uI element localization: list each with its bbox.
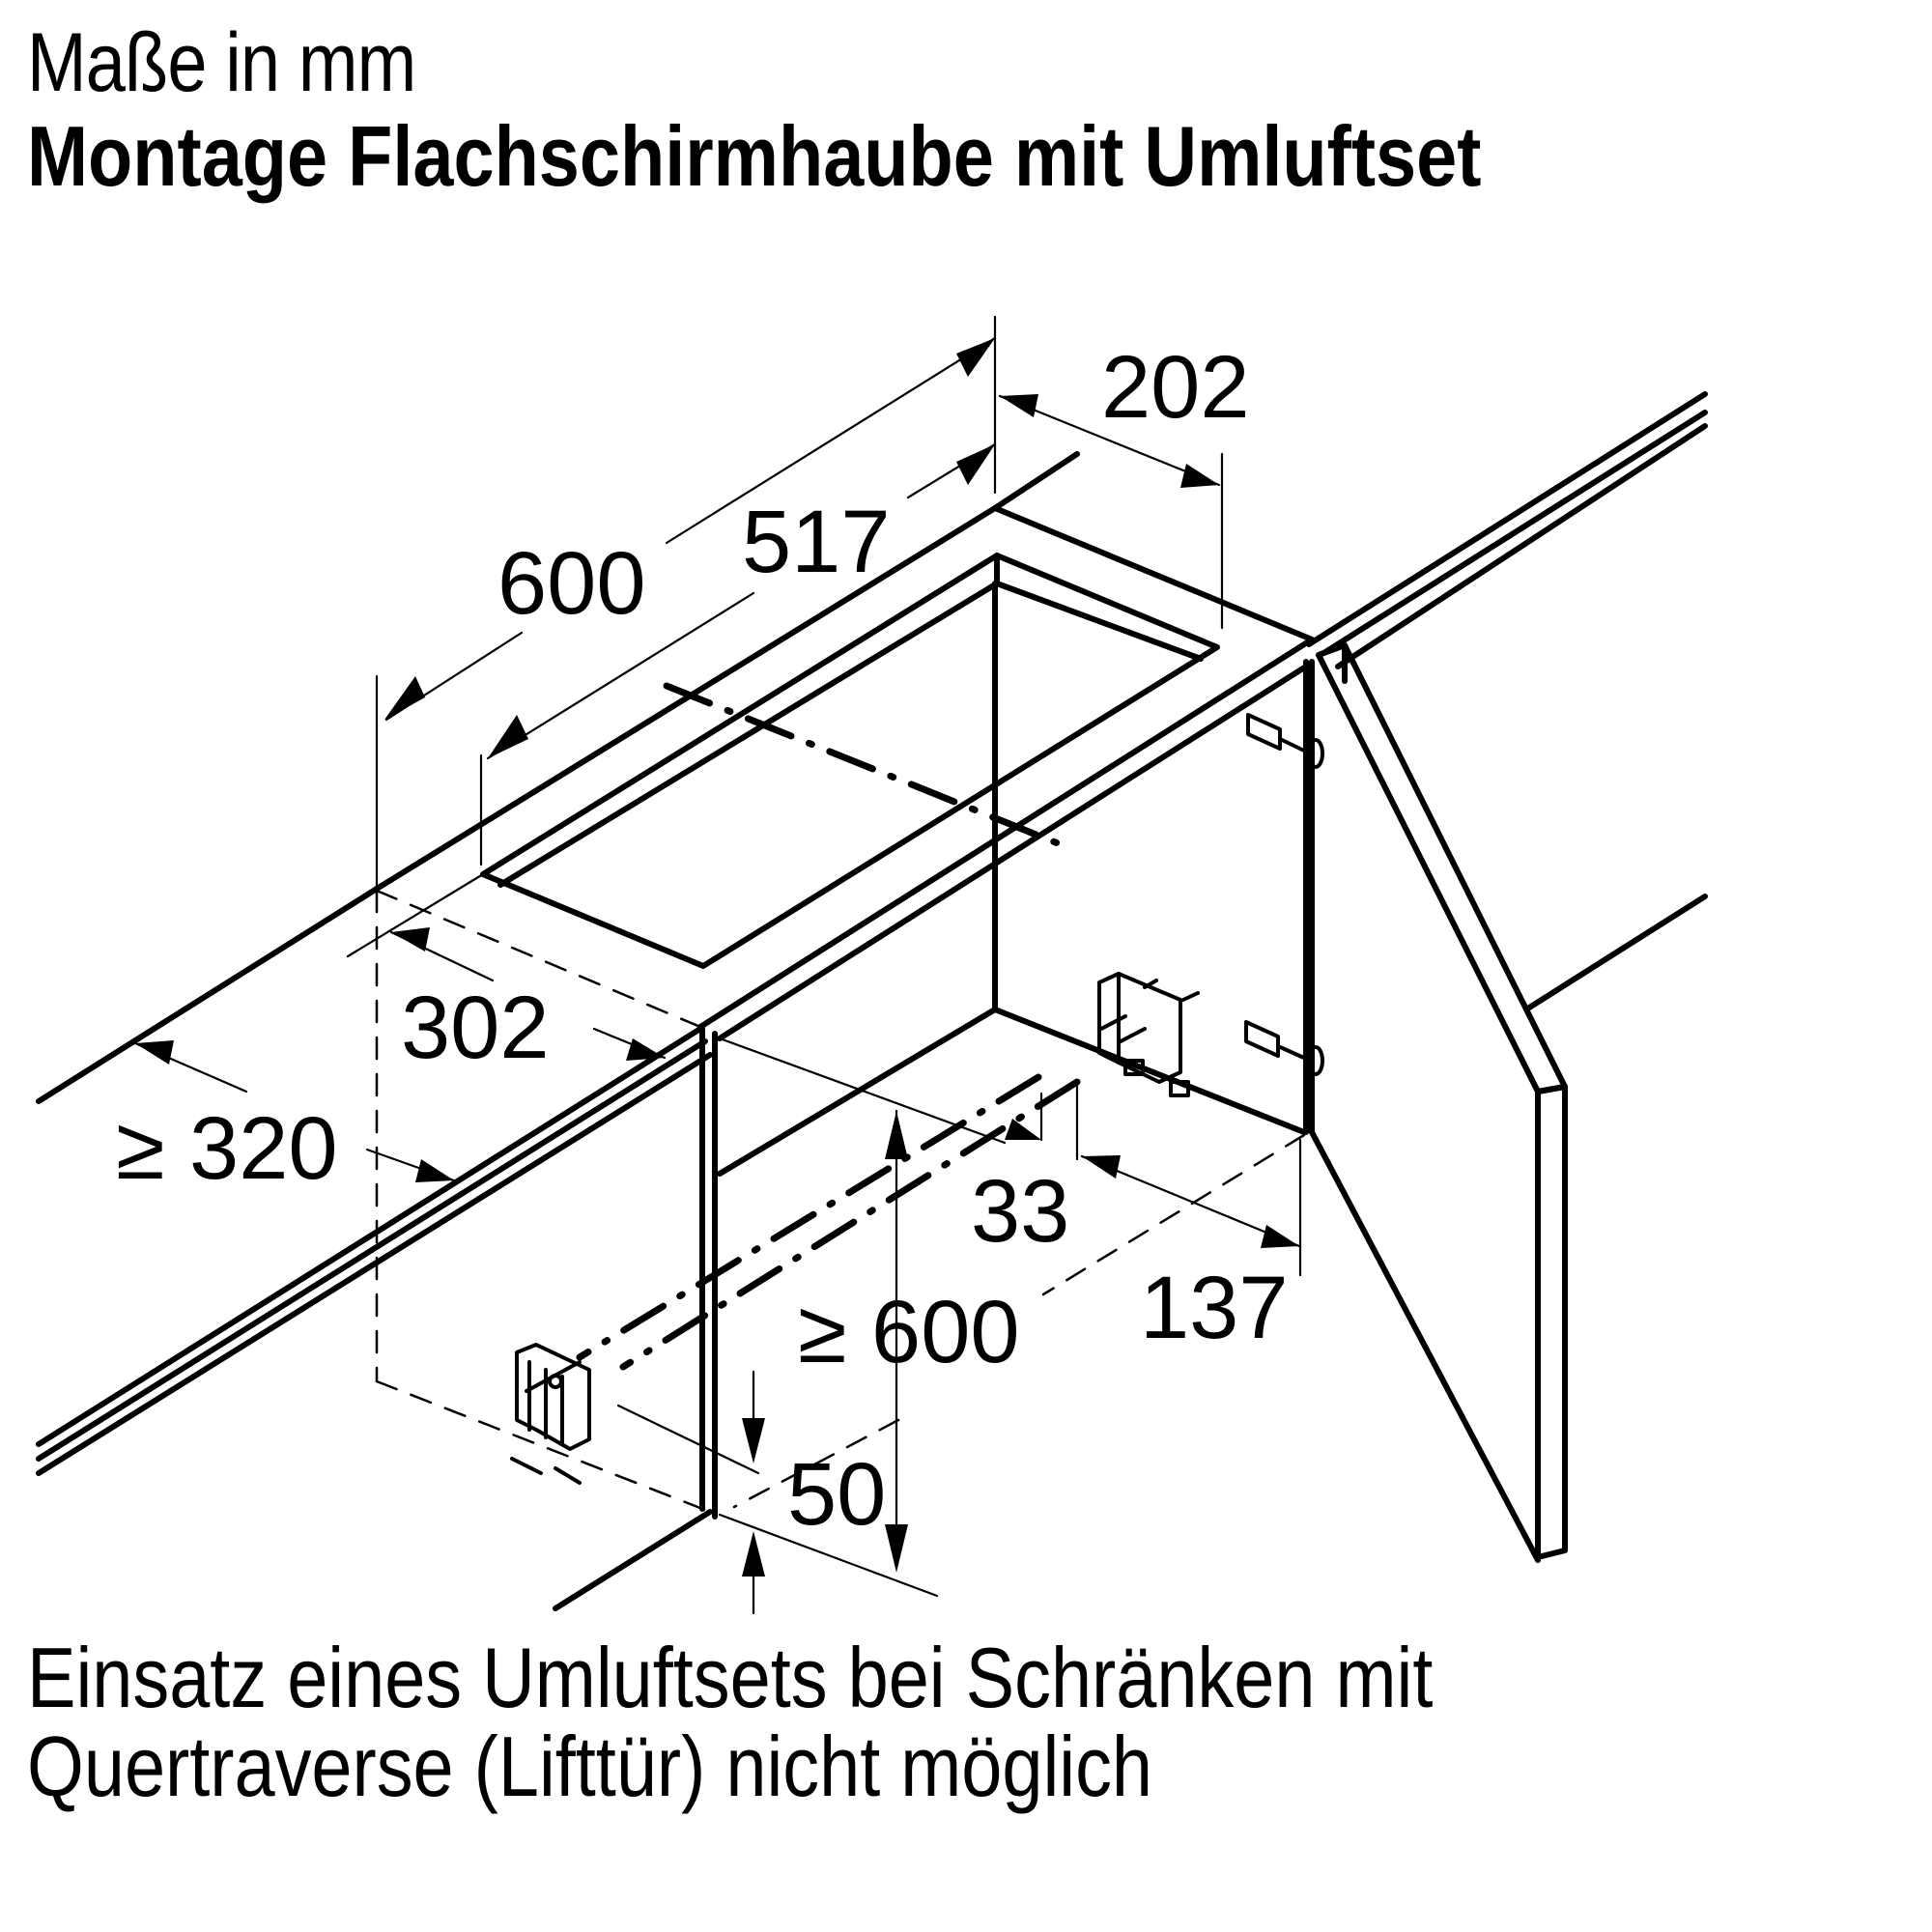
hinge-bottom	[1244, 1020, 1324, 1076]
arrow-202-right	[1180, 464, 1219, 488]
footer-note-line1: Einsatz eines Umluftsets bei Schränken m…	[27, 1630, 1434, 1725]
dim-517: 517	[742, 493, 891, 591]
dim-50: 50	[787, 1445, 886, 1544]
center-lines	[576, 682, 1081, 1371]
footer-note: Einsatz eines Umluftsets bei Schränken m…	[27, 1634, 1433, 1812]
door-hinges	[1244, 713, 1324, 1076]
recirculation-bracket-front	[510, 1343, 591, 1485]
wall-rail	[36, 391, 1708, 1611]
dim-137: 137	[1140, 1259, 1289, 1357]
arrow-137-left	[1082, 1155, 1121, 1179]
arrow-302-right	[626, 1038, 665, 1061]
arrow-600-left	[384, 676, 425, 720]
dim-600-height: ≥ 600	[798, 1283, 1020, 1381]
dim-33: 33	[971, 1162, 1069, 1261]
arrow-137-right	[1261, 1225, 1299, 1248]
dimension-lines	[133, 315, 1302, 1615]
cabinet-body	[375, 581, 1315, 1520]
arrow-600-right	[956, 338, 995, 377]
arrow-50-top	[742, 1418, 765, 1463]
arrow-302-left	[391, 927, 430, 952]
hinge-top	[1246, 713, 1324, 769]
arrow-517-left	[488, 715, 528, 758]
arrow-202-left	[1000, 394, 1038, 417]
dim-302: 302	[401, 979, 550, 1077]
dim-320: ≥ 320	[116, 1099, 338, 1198]
footer-note-line2: Quertraverse (Lifttür) nicht möglich	[27, 1719, 1153, 1814]
dimension-labels: 600 517 202 302 ≥ 320 33 137 ≥ 600 50	[116, 338, 1289, 1544]
dim-202: 202	[1101, 338, 1250, 437]
arrow-320-left	[135, 1040, 174, 1065]
cabinet-door	[1309, 642, 1568, 1563]
arrow-50-bottom	[742, 1531, 765, 1577]
recirculation-bracket-back	[1097, 972, 1200, 1097]
arrow-600h-bottom	[885, 1524, 908, 1573]
arrow-320-right	[415, 1159, 454, 1182]
arrow-33	[1005, 1119, 1041, 1140]
arrow-517-right	[956, 444, 995, 485]
arrow-600h-top	[885, 1111, 908, 1159]
page-title: Montage Flachschirmhaube mit Umluftset	[27, 108, 1482, 204]
units-label: Maße in mm	[27, 16, 416, 109]
dim-600: 600	[497, 534, 646, 633]
